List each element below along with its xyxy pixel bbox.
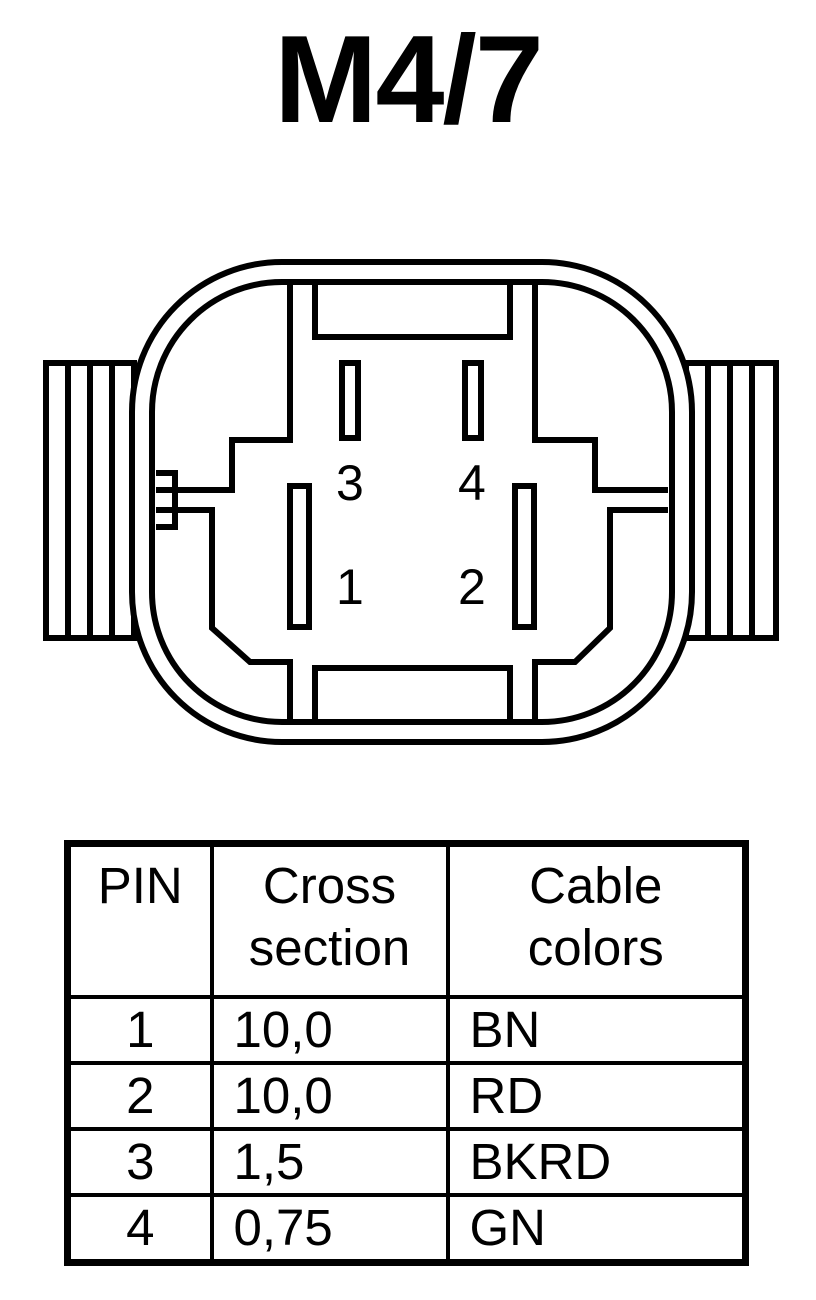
cell-cross-section: 1,5: [209, 1127, 450, 1197]
housing-inner-outline: [149, 279, 675, 725]
cell-pin: 1: [65, 995, 214, 1065]
pin-contact-2: [512, 483, 537, 630]
pin-contact-3: [339, 360, 361, 441]
cell-cable-color: GN: [445, 1193, 748, 1265]
cell-cable-color: BKRD: [445, 1127, 748, 1197]
connector-diagram: 3 4 1 2: [43, 259, 779, 745]
bottom-key: [156, 507, 293, 721]
table-row: 2 10,0 RD: [65, 1061, 748, 1131]
pin-contact-4: [462, 360, 484, 441]
table-row: 3 1,5 BKRD: [65, 1127, 748, 1197]
pin-contact-1: [287, 483, 312, 630]
pin-table: PIN Cross section Cable colors 1 10,0 BN…: [64, 840, 749, 1266]
table-row: 1 10,0 BN: [65, 995, 748, 1065]
connector-title: M4/7: [274, 11, 544, 149]
cell-pin: 3: [65, 1127, 214, 1197]
housing-outer-outline: [129, 259, 695, 745]
right-latch-icon: [683, 360, 779, 641]
pin-label-1: 1: [336, 559, 364, 615]
cell-cross-section: 10,0: [209, 1061, 450, 1131]
pin-label-4: 4: [458, 455, 486, 511]
cell-cable-color: BN: [445, 995, 748, 1065]
top-key: [156, 283, 293, 493]
header-cross-section: Cross section: [209, 841, 450, 999]
cell-cross-section: 0,75: [209, 1193, 450, 1265]
table-header-row: PIN Cross section Cable colors: [65, 841, 748, 999]
cell-cross-section: 10,0: [209, 995, 450, 1065]
cell-pin: 2: [65, 1061, 214, 1131]
pin-label-2: 2: [458, 559, 486, 615]
table-row: 4 0,75 GN: [65, 1193, 748, 1265]
cell-cable-color: RD: [445, 1061, 748, 1131]
cell-pin: 4: [65, 1193, 214, 1265]
left-latch-icon: [43, 360, 137, 641]
header-pin: PIN: [65, 841, 214, 999]
left-notch: [156, 470, 178, 530]
pin-label-3: 3: [336, 455, 364, 511]
header-cable-colors: Cable colors: [445, 841, 748, 999]
